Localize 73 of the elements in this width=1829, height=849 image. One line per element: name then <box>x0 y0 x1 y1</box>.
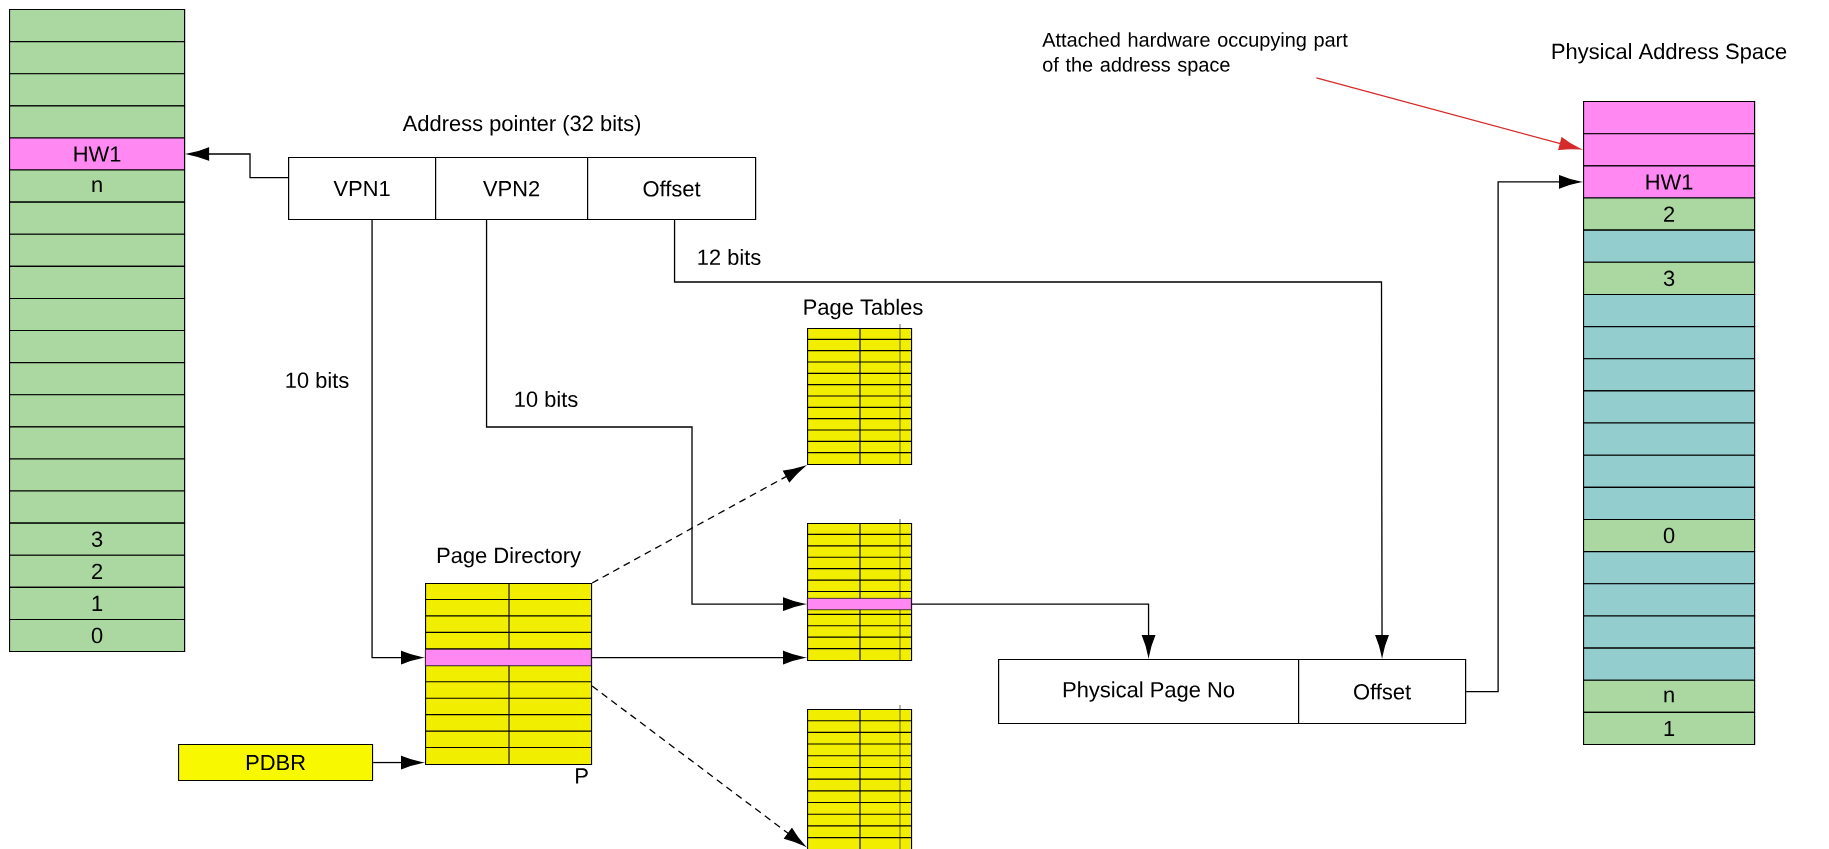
memory-row <box>1583 358 1756 392</box>
node-label: Address pointer (32 bits) <box>402 115 641 136</box>
memory-row <box>9 297 186 332</box>
memory-row <box>1583 615 1756 649</box>
memory-row <box>9 426 186 460</box>
physical-address-box <box>998 659 1467 725</box>
memory-row: n <box>1583 679 1756 713</box>
address-field: VPN1 <box>288 157 437 221</box>
table-entry <box>425 649 592 667</box>
page-table <box>806 323 913 466</box>
node-label: Page Directory <box>437 547 581 568</box>
memory-row <box>9 233 186 267</box>
memory-row <box>1583 551 1756 585</box>
memory-row: 3 <box>9 522 186 556</box>
arrow <box>371 219 423 665</box>
edge-label: 12 bits <box>698 248 761 266</box>
memory-row: 0 <box>9 618 186 653</box>
memory-row: 2 <box>1583 197 1756 231</box>
memory-row <box>1583 293 1756 328</box>
memory-row <box>9 458 186 492</box>
node-label: Physical Address Space <box>1552 43 1787 64</box>
memory-row <box>1583 229 1756 263</box>
register-box: PDBR <box>178 744 374 782</box>
memory-row <box>1583 454 1756 488</box>
table-heading: Page Tables <box>804 298 923 320</box>
memory-row <box>9 41 186 75</box>
memory-row: 3 <box>1583 261 1756 295</box>
memory-row <box>9 490 186 524</box>
memory-row: 2 <box>9 554 186 588</box>
arrow <box>591 685 805 847</box>
table-entry <box>807 598 912 611</box>
address-field: Offset <box>587 157 757 221</box>
memory-row <box>9 330 186 364</box>
memory-row <box>1583 326 1756 360</box>
edge-label: 10 bits <box>515 390 578 408</box>
memory-row <box>1583 133 1756 167</box>
address-field: Physical Page No <box>998 659 1300 725</box>
memory-row: HW1 <box>9 137 186 171</box>
memory-row <box>9 201 186 235</box>
arrow <box>911 603 1156 657</box>
arrow <box>372 755 423 770</box>
memory-row: 1 <box>9 586 186 620</box>
memory-row <box>9 105 186 139</box>
page-directory-table: Page Directory P <box>424 547 593 784</box>
memory-row <box>1583 583 1756 617</box>
memory-row <box>9 265 186 299</box>
memory-row <box>1583 647 1756 681</box>
memory-row <box>9 394 186 428</box>
page-table <box>806 704 913 849</box>
memory-row <box>9 73 186 107</box>
leader-line <box>1315 77 1581 151</box>
memory-row <box>9 362 186 396</box>
memory-row <box>1583 101 1756 135</box>
arrow <box>591 650 805 665</box>
memory-row <box>1583 486 1756 521</box>
arrow <box>485 219 805 611</box>
annotation-text: Attached hardware occupying part of the address space <box>1042 32 1348 76</box>
arrow <box>591 466 805 584</box>
node-label: P <box>576 768 588 784</box>
address-field: Offset <box>1298 659 1467 725</box>
arrow <box>1465 175 1581 693</box>
address-field: VPN2 <box>435 157 589 221</box>
edge-label: 10 bits <box>286 371 349 389</box>
arrow <box>187 147 289 179</box>
memory-row: 0 <box>1583 518 1756 553</box>
page-table <box>806 518 913 662</box>
arrow <box>673 219 1389 657</box>
memory-row <box>1583 422 1756 456</box>
memory-row: n <box>9 169 186 203</box>
memory-row: HW1 <box>1583 165 1756 199</box>
memory-row <box>1583 390 1756 424</box>
memory-row: 1 <box>1583 711 1756 746</box>
memory-row <box>9 9 186 43</box>
